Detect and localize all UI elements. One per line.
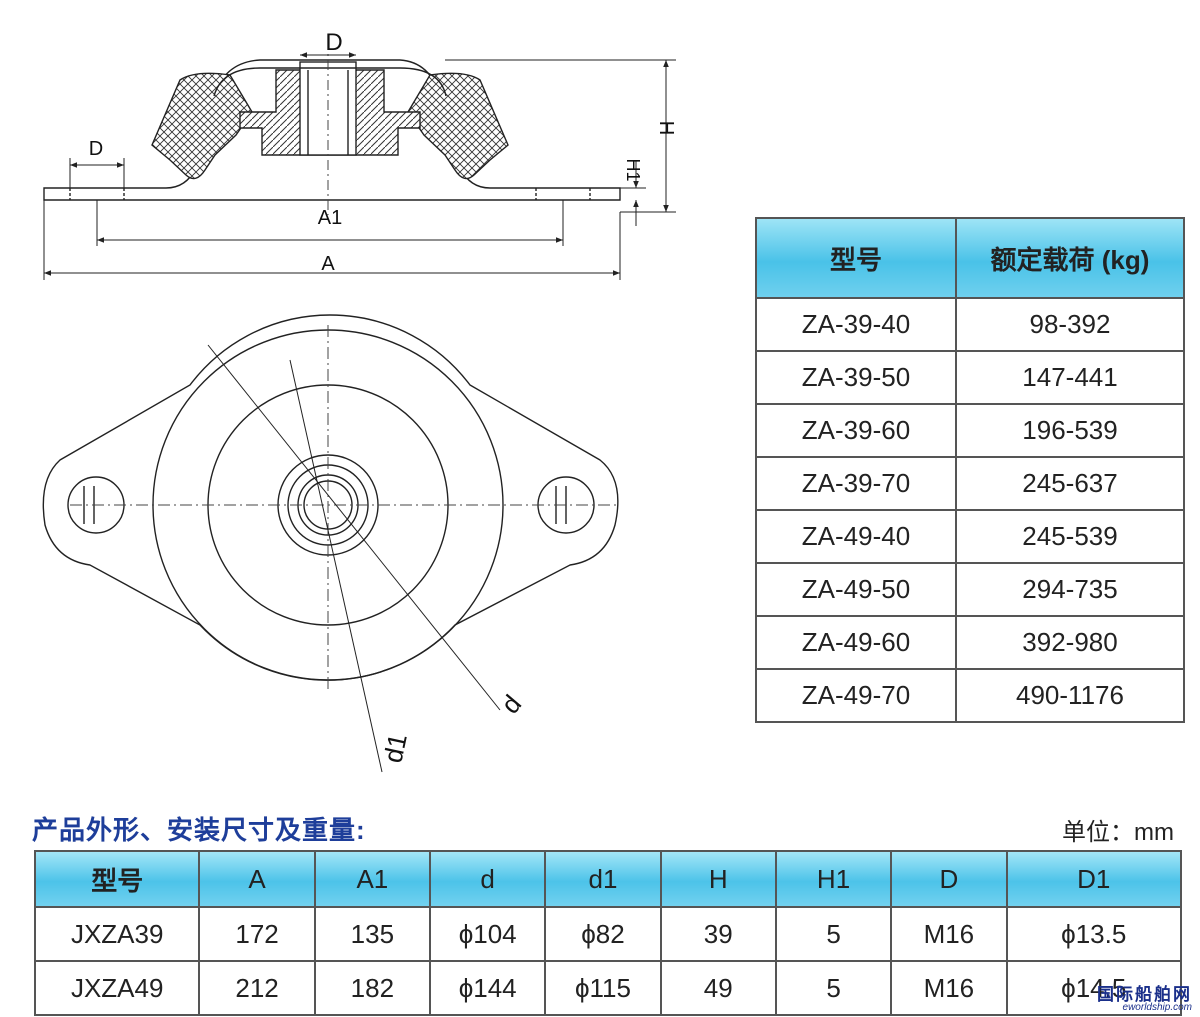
model-cell: ZA-39-70 <box>755 456 957 511</box>
d1-leader <box>289 359 383 773</box>
model-cell: ZA-49-50 <box>755 562 957 617</box>
dim-label-D-side: D <box>89 138 103 160</box>
spec-cell: M16 <box>890 960 1008 1016</box>
load-header-rated-load: 额定载荷 (kg) <box>955 217 1185 299</box>
dim-label-d1: d1 <box>378 731 413 766</box>
load-header-model: 型号 <box>755 217 957 299</box>
spec-cell: 49 <box>659 960 777 1016</box>
side-dimensions <box>43 52 676 280</box>
spec-header-d: d <box>429 850 547 908</box>
spec-header-model: 型号 <box>33 850 201 908</box>
model-cell: ZA-39-60 <box>755 403 957 458</box>
dim-label-H1: H1 <box>623 158 643 181</box>
rubber-right <box>407 72 509 180</box>
load-table-header-row: 型号 额定载荷 (kg) <box>755 217 1185 299</box>
load-cell: 245-539 <box>955 509 1185 564</box>
spec-cell: ϕ115 <box>544 960 662 1016</box>
model-cell: ZA-49-40 <box>755 509 957 564</box>
dim-label-A1: A1 <box>318 207 342 229</box>
side-section-view <box>43 59 621 201</box>
spec-section-title: 产品外形、安装尺寸及重量: <box>32 815 366 845</box>
watermark-en: eworldship.com <box>1122 1002 1192 1013</box>
model-cell: ZA-39-40 <box>755 297 957 352</box>
spec-cell: 182 <box>313 960 432 1016</box>
spec-header-H1: H1 <box>774 850 893 908</box>
load-cell: 490-1176 <box>955 668 1185 723</box>
spec-cell: 5 <box>774 906 893 962</box>
model-cell: ZA-39-50 <box>755 350 957 405</box>
model-cell: ZA-49-60 <box>755 615 957 670</box>
spec-header-H: H <box>659 850 777 908</box>
technical-drawing: D D H H1 A1 A d d1 <box>42 29 677 773</box>
spec-table-header-row: 型号 A A1 d d1 H H1 D D1 <box>33 850 1182 908</box>
table-row: JXZA49 212 182 ϕ144 ϕ115 49 5 M16 ϕ14.5 <box>33 960 1182 1016</box>
dim-label-D-top: D <box>325 29 342 56</box>
dim-label-H: H <box>655 121 677 135</box>
dimension-spec-table: 型号 A A1 d d1 H H1 D D1 JXZA39 172 135 ϕ1… <box>33 850 1182 1016</box>
spec-header-A1: A1 <box>313 850 432 908</box>
spec-header-d1: d1 <box>544 850 662 908</box>
watermark-cn: 国际船舶网 <box>1097 985 1192 1004</box>
spec-cell: 212 <box>198 960 316 1016</box>
spec-cell: M16 <box>890 906 1008 962</box>
spec-cell: JXZA39 <box>33 906 201 962</box>
load-cell: 294-735 <box>955 562 1185 617</box>
spec-cell: 5 <box>774 960 893 1016</box>
unit-label: 单位：mm <box>1062 819 1174 846</box>
spec-header-D1: D1 <box>1005 850 1182 908</box>
spec-cell: ϕ144 <box>429 960 547 1016</box>
load-cell: 392-980 <box>955 615 1185 670</box>
spec-cell: JXZA49 <box>33 960 201 1016</box>
model-cell: ZA-49-70 <box>755 668 957 723</box>
spec-cell: 135 <box>313 906 432 962</box>
spec-header-D: D <box>890 850 1008 908</box>
load-cell: 196-539 <box>955 403 1185 458</box>
spec-cell: ϕ82 <box>544 906 662 962</box>
d-leader <box>207 344 501 711</box>
site-watermark: 国际船舶网 eworldship.com <box>1097 986 1192 1013</box>
table-row: JXZA39 172 135 ϕ104 ϕ82 39 5 M16 ϕ13.5 <box>33 906 1182 962</box>
spec-header-A: A <box>198 850 316 908</box>
rubber-left <box>151 72 253 180</box>
dim-label-A: A <box>321 253 335 275</box>
load-cell: 147-441 <box>955 350 1185 405</box>
load-cell: 98-392 <box>955 297 1185 352</box>
spec-cell: 39 <box>659 906 777 962</box>
dim-label-d: d <box>495 689 527 719</box>
spec-cell: ϕ13.5 <box>1005 906 1182 962</box>
load-cell: 245-637 <box>955 456 1185 511</box>
spec-cell: ϕ14.5 <box>1005 960 1182 1016</box>
spec-cell: 172 <box>198 906 316 962</box>
spec-cell: ϕ104 <box>429 906 547 962</box>
